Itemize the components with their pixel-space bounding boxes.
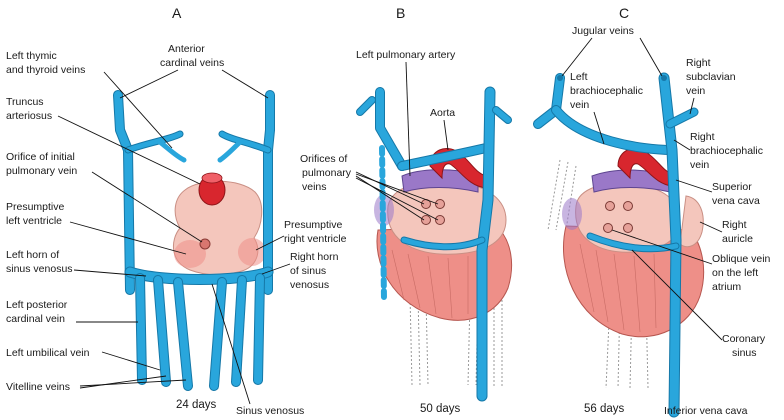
label-presumptive-left-2: left ventricle xyxy=(6,215,62,227)
label-right-auricle-2: auricle xyxy=(722,233,753,245)
panel-b-veins xyxy=(356,86,512,402)
label-right-horn-2: of sinus xyxy=(290,265,326,277)
label-left-pulmonary-artery: Left pulmonary artery xyxy=(356,49,456,61)
presumptive-left-ventricle-shape xyxy=(174,240,206,268)
label-right-brachio-3: vein xyxy=(690,159,709,171)
label-right-brachio-1: Right xyxy=(690,131,715,143)
label-superior-2: vena cava xyxy=(712,195,760,207)
presumptive-right-ventricle-shape xyxy=(238,238,266,266)
label-left-thymic-1: Left thymic xyxy=(6,50,57,62)
label-superior-1: Superior xyxy=(712,181,752,193)
label-right-horn-3: venosus xyxy=(290,279,329,291)
panel-b: B xyxy=(300,5,513,415)
panel-b-pulmonary-artery xyxy=(401,169,479,193)
label-coronary-2: sinus xyxy=(732,347,757,359)
label-orifices-3: veins xyxy=(302,181,327,193)
label-truncus-2: arteriosus xyxy=(6,110,52,122)
label-sinus-venosus: Sinus venosus xyxy=(236,405,304,417)
label-aorta: Aorta xyxy=(430,107,455,119)
label-left-horn-2: sinus venosus xyxy=(6,263,73,275)
panel-c-veins xyxy=(533,72,699,418)
label-right-subclavian-3: vein xyxy=(686,85,705,97)
label-left-brachio-2: brachiocephalic xyxy=(570,85,643,97)
panel-c-atrium xyxy=(575,182,681,253)
panel-a-letter: A xyxy=(172,5,182,21)
label-truncus-1: Truncus xyxy=(6,96,44,108)
label-left-umbilical: Left umbilical vein xyxy=(6,347,90,359)
panel-c-ventricles xyxy=(563,225,705,338)
panel-a-veins xyxy=(113,90,275,391)
label-oblique-2: on the left xyxy=(712,267,758,279)
label-jugular: Jugular veins xyxy=(572,25,634,37)
label-orifices-1: Orifices of xyxy=(300,153,347,165)
label-oblique-3: atrium xyxy=(712,281,741,293)
label-coronary-1: Coronary xyxy=(722,333,766,345)
label-anterior-cardinal-1: Anterior xyxy=(168,43,205,55)
label-orifice-2: pulmonary vein xyxy=(6,165,77,177)
panel-c-letter: C xyxy=(619,5,629,21)
label-right-subclavian-1: Right xyxy=(686,57,711,69)
label-presumptive-left-1: Presumptive xyxy=(6,201,65,213)
label-left-posterior-2: cardinal vein xyxy=(6,313,65,325)
label-presumptive-right-1: Presumptive xyxy=(284,219,343,231)
label-right-brachio-2: brachiocephalic xyxy=(690,145,763,157)
label-orifices-2: pulmonary xyxy=(302,167,352,179)
orifice-initial-pulmonary-vein-shape xyxy=(199,238,211,250)
label-left-thymic-2: and thyroid veins xyxy=(6,64,85,76)
panel-c: C xyxy=(533,5,771,418)
label-left-brachio-1: Left xyxy=(570,71,588,83)
label-left-horn-1: Left horn of xyxy=(6,249,59,261)
label-right-horn-1: Right horn xyxy=(290,251,339,263)
panel-b-letter: B xyxy=(396,5,405,21)
label-oblique-1: Oblique vein xyxy=(712,253,771,265)
panel-c-age: 56 days xyxy=(584,403,625,415)
label-left-brachio-3: vein xyxy=(570,99,589,111)
label-presumptive-right-2: right ventricle xyxy=(284,233,347,245)
panel-b-age: 50 days xyxy=(420,403,461,415)
label-left-posterior-1: Left posterior xyxy=(6,299,68,311)
label-anterior-cardinal-2: cardinal veins xyxy=(160,57,224,69)
label-vitelline: Vitelline veins xyxy=(6,381,70,393)
label-orifice-1: Orifice of initial xyxy=(6,151,75,163)
label-right-subclavian-2: subclavian xyxy=(686,71,736,83)
panel-a-age: 24 days xyxy=(176,399,217,411)
label-inferior: Inferior vena cava xyxy=(664,405,748,417)
label-right-auricle-1: Right xyxy=(722,219,747,231)
panel-a: A xyxy=(6,5,347,417)
